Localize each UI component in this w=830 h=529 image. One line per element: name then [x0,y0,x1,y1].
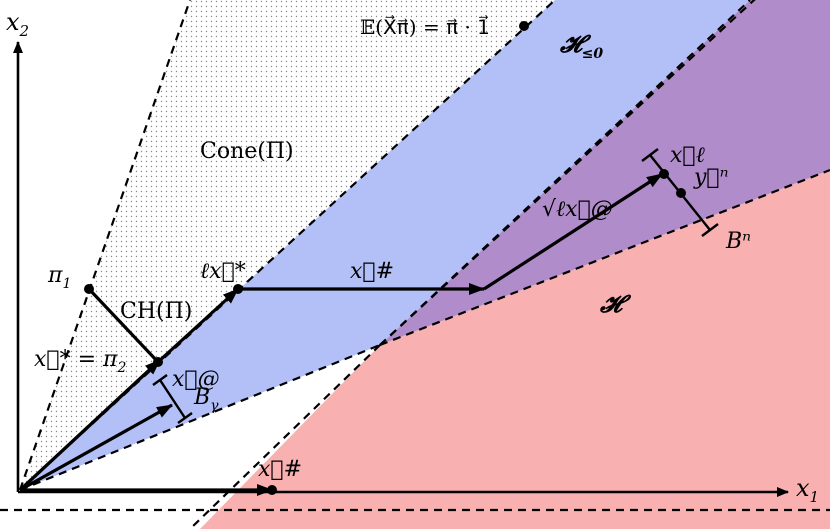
b-gamma-cap-bottom [177,412,193,424]
cone-right-boundary [19,0,556,491]
overlap-region [380,0,830,345]
point-pi1 [84,284,94,294]
b-n-cap-bottom [701,223,719,237]
b-gamma-cap-top [152,374,168,386]
x-hash-top-label: x⃗# [350,259,394,284]
vector-l-x-star [156,287,240,364]
ch-label: CH(Π) [120,299,192,324]
expectation-label: 𝔼(X⃗π⃗) = π⃗ · 1⃗ [360,14,490,39]
b-gamma-label: Bγ [193,385,219,414]
y-n-label: y⃗ⁿ [693,165,729,190]
pi1-label: π1 [47,263,71,292]
h-region [200,170,830,529]
x-ell-label: x⃗ℓ [670,143,706,168]
b-n-label: Bⁿ [725,229,751,254]
convex-hull-segment [87,287,160,364]
vector-x-star-arrow [18,358,162,492]
point-expectation [519,21,529,31]
b-gamma-bar [158,379,187,419]
point-x-ell [659,169,669,179]
x2-axis-label: x2 [6,8,29,40]
b-n-cap-top [641,148,659,162]
point-x-hash-bottom [267,485,277,495]
x-hash-bottom-label: x⃗# [258,457,302,482]
x-at-small-label: x⃗@ [172,367,220,392]
point-y-n [676,188,686,198]
upper-extension-line [379,0,756,346]
sqrt-l-x-at-label: √ℓx⃗@ [542,197,613,222]
h-le0-region [20,0,750,490]
h-le0-lower-boundary [19,343,381,492]
vector-sqrt-l-x-at [483,172,663,291]
h-upper-boundary [379,168,830,347]
x-star-eq-pi2-label: x⃗* = π2 [34,347,127,376]
point-pi2 [153,357,163,367]
vector-x-at-small [19,403,173,492]
point-l-x-star [233,284,243,294]
h-lower-boundary [189,344,381,529]
x1-axis-label: x1 [796,474,819,506]
cone-left-boundary [18,0,192,491]
l-x-star-label: ℓx⃗* [200,259,246,284]
cone-label: Cone(Π) [200,139,294,164]
